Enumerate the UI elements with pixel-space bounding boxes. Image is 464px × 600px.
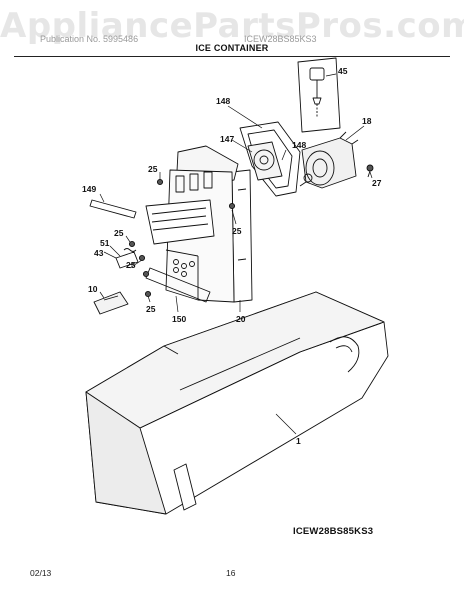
ice-container-bin-illustration [85,291,389,515]
model-line: ICEW28BS85KS3 [244,34,317,44]
model-code: ICEW28BS85KS3 [293,526,374,537]
callout-25-b: 25 [114,228,124,238]
callout-27: 27 [372,178,382,188]
callout-1: 1 [296,436,301,446]
callout-150: 150 [172,314,186,324]
gear-housing-illustration [247,141,283,181]
callout-148-lower: 148 [292,140,306,150]
callout-20: 20 [236,314,246,324]
screws-25 [128,178,236,298]
callout-25-e: 25 [232,226,242,236]
bracket-plate-illustration [231,169,253,303]
chute-flap-illustration [93,291,129,315]
callout-51: 51 [100,238,110,248]
watermark: AppliancePartsPros.com [0,6,464,46]
callout-149: 149 [82,184,96,194]
seal-strip-illustration [89,199,137,219]
page-title: ICE CONTAINER [195,43,269,53]
leader-lines [99,73,373,435]
footer-page-number: 16 [226,568,236,578]
crusher-lever-illustration [115,248,139,269]
callout-148-upper: 148 [216,96,230,106]
callout-10: 10 [88,284,98,294]
callout-45: 45 [338,66,348,76]
ice-level-sensor-illustration [297,57,341,133]
callout-43: 43 [94,248,104,258]
callout-25-a: 25 [148,164,158,174]
footer-date: 02/13 [30,568,52,578]
crusher-housing-illustration [145,145,239,303]
screw-27 [366,164,374,178]
header-rule [14,56,450,57]
callout-18: 18 [362,116,372,126]
callout-147: 147 [220,134,234,144]
publication-line: Publication No. 5995486 [40,34,139,44]
callout-25-d: 25 [146,304,156,314]
callout-25-c: 25 [126,260,136,270]
auger-motor-illustration [299,131,359,189]
